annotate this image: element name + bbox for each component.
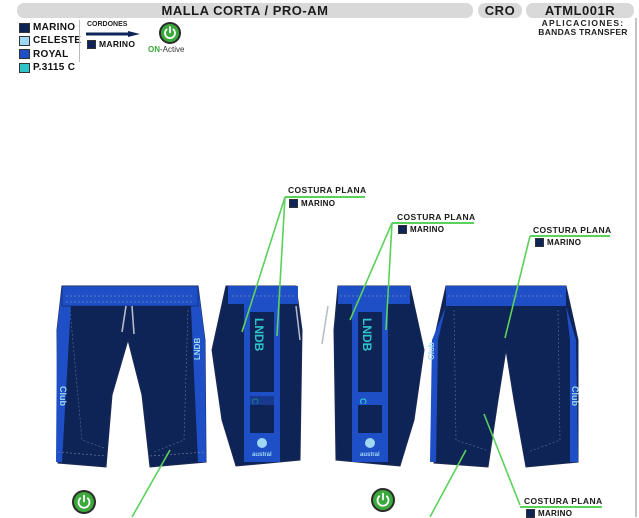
stitch-color-3: MARINO	[535, 238, 581, 247]
cro-bar: CRO	[478, 3, 522, 18]
stitch-color-2: MARINO	[398, 225, 444, 234]
color-label: CELESTE	[33, 35, 82, 47]
color-legend: MARINO CELESTE ROYAL P.3115 C	[19, 21, 81, 75]
shorts-side-right: LNDB Club austral	[321, 285, 425, 467]
on-active-power-icon	[159, 22, 181, 44]
stitch-color-label-3: MARINO	[547, 238, 582, 247]
stitch-underline-1	[285, 196, 365, 198]
stitch-underline-4	[520, 506, 602, 508]
color-label: MARINO	[33, 22, 76, 33]
svg-text:Club: Club	[58, 386, 68, 406]
code-bar: ATML001R	[526, 3, 634, 18]
bottom-power-icon-2	[371, 488, 395, 512]
front-left-band	[56, 286, 72, 462]
aplicaciones-value: BANDAS TRANSFER	[538, 27, 628, 37]
title-bar: MALLA CORTA / PRO-AM	[17, 3, 473, 18]
stitch-label-2: COSTURA PLANA	[397, 212, 476, 222]
svg-text:austral: austral	[360, 452, 380, 458]
cordones-color: MARINO	[87, 39, 135, 49]
stitch-underline-2	[392, 222, 474, 224]
svg-text:austral: austral	[252, 452, 272, 458]
color-row-marino: MARINO	[19, 21, 81, 34]
shorts-side-left: LNDB Club austral	[211, 285, 303, 467]
color-row-celeste: CELESTE	[19, 34, 81, 47]
front-right-band	[190, 286, 206, 462]
svg-text:LNDB: LNDB	[193, 338, 202, 360]
color-row-p3115c: P.3115 C	[19, 61, 81, 74]
stitch-color-label-2: MARINO	[410, 225, 445, 234]
aplicaciones-title: APLICACIONES:	[541, 18, 625, 28]
austral-logo-icon	[257, 438, 267, 448]
svg-text:LNDB: LNDB	[360, 318, 374, 352]
stitch-color-label-1: MARINO	[301, 199, 336, 208]
shorts-back: Club Club	[427, 285, 580, 468]
svg-text:Club: Club	[570, 386, 580, 406]
cordones-color-label: MARINO	[99, 39, 136, 49]
bottom-power-icon-1	[72, 490, 96, 514]
swatch-celeste	[19, 35, 30, 46]
cord-icon	[86, 31, 140, 37]
color-label: P.3115 C	[33, 62, 76, 74]
svg-text:LNDB: LNDB	[252, 318, 266, 352]
swatch-stitch-3	[535, 238, 544, 247]
swatch-stitch-1	[289, 199, 298, 208]
stitch-label-3: COSTURA PLANA	[533, 225, 612, 235]
stitch-color-1: MARINO	[289, 199, 335, 208]
color-label: ROYAL	[33, 48, 69, 60]
callout-lines	[131, 196, 531, 517]
front-drawcord	[121, 305, 135, 335]
swatch-marino	[19, 22, 30, 33]
swatch-cordones	[87, 39, 96, 49]
cordones-title: CORDONES	[87, 21, 128, 28]
stitch-label-1: COSTURA PLANA	[288, 185, 367, 195]
shorts-front: Club LNDB	[56, 285, 207, 468]
stitch-label-4: COSTURA PLANA	[524, 496, 603, 506]
side-right-waistband	[338, 286, 410, 304]
austral-logo-icon-2	[365, 438, 375, 448]
swatch-p3115c	[19, 62, 30, 73]
color-row-royal: ROYAL	[19, 48, 81, 61]
svg-text:Club: Club	[427, 342, 436, 360]
on-active-label: ON-Active	[148, 45, 185, 54]
aplicaciones: APLICACIONES: BANDAS TRANSFER	[528, 19, 638, 37]
stitch-underline-3	[530, 235, 610, 237]
stitch-color-label-4: MARINO	[538, 509, 573, 518]
swatch-royal	[19, 49, 30, 60]
divider	[79, 20, 80, 62]
swatch-stitch-2	[398, 225, 407, 234]
side-left-waistband	[228, 286, 298, 304]
